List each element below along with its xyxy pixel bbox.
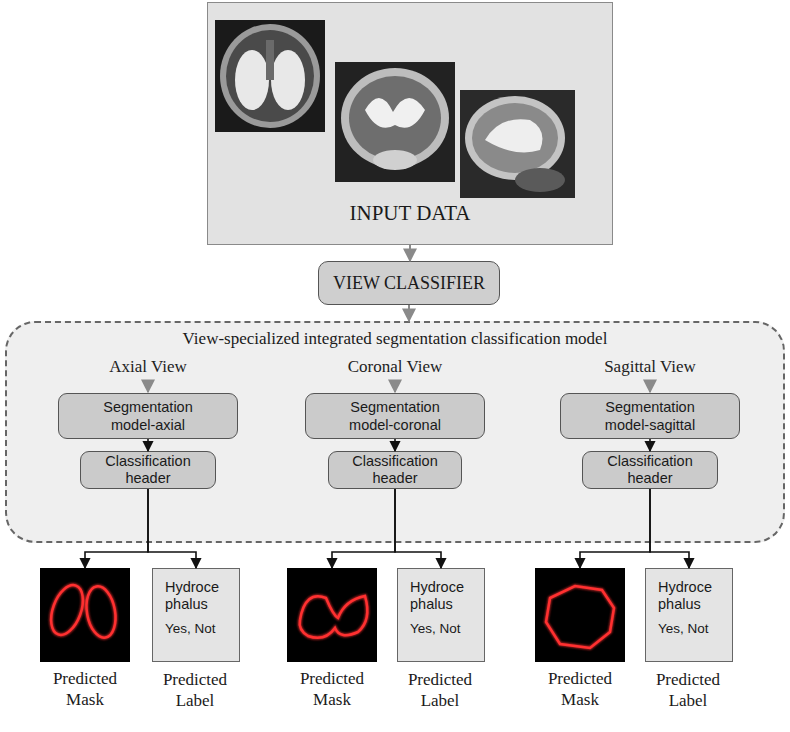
model-group: View-specialized integrated segmentation… xyxy=(5,321,785,543)
ventricle-outline xyxy=(546,586,614,648)
input-box: INPUT DATA xyxy=(207,2,613,245)
mask-image: Predicted Mask xyxy=(287,568,377,662)
ventricle-outline xyxy=(300,596,368,638)
label-box: Hydroce phalusYes, NotPredicted Label xyxy=(645,568,733,662)
label-box: Hydroce phalusYes, NotPredicted Label xyxy=(397,568,485,662)
class-name: Hydroce phalus xyxy=(658,579,718,613)
flow-arrow xyxy=(409,245,411,261)
box-label: Classification header xyxy=(337,453,453,487)
output-caption: Predicted Label xyxy=(141,669,249,711)
mri-cerebellum xyxy=(373,150,417,170)
mri-brain xyxy=(226,30,314,122)
segmentation-box: Segmentation model-coronal xyxy=(305,393,485,439)
flow-arrow xyxy=(147,439,149,451)
class-name: Hydroce phalus xyxy=(410,579,470,613)
mask-image: Predicted Mask xyxy=(40,568,130,662)
mri-skull xyxy=(341,68,449,168)
class-values: Yes, Not xyxy=(165,621,233,636)
flow-arrow xyxy=(394,439,396,451)
mri-background xyxy=(335,62,455,182)
flow-arrow xyxy=(650,489,689,568)
view-label: Coronal View xyxy=(348,357,443,377)
view-label: Sagittal View xyxy=(604,357,696,377)
class-values: Yes, Not xyxy=(658,621,726,636)
ventricle-outline xyxy=(45,581,89,639)
mri-skull xyxy=(220,24,320,128)
mri-image xyxy=(460,90,575,198)
box-label: VIEW CLASSIFIER xyxy=(333,273,485,294)
flow-arrow xyxy=(580,489,650,568)
mri-image xyxy=(215,20,325,132)
mri-face xyxy=(515,168,565,192)
flow-arrow xyxy=(85,489,148,568)
classifier-box: VIEW CLASSIFIER xyxy=(318,261,500,305)
output-caption: Predicted Label xyxy=(386,669,494,711)
segmentation-box: Segmentation model-axial xyxy=(58,393,238,439)
output-caption: Predicted Label xyxy=(634,669,742,711)
mri-background xyxy=(215,20,325,132)
class-values: Yes, Not xyxy=(410,621,478,636)
view-arrow xyxy=(649,380,651,392)
output-caption: Predicted Mask xyxy=(525,668,635,710)
mri-ventricle xyxy=(365,98,425,128)
output-caption: Predicted Mask xyxy=(277,668,387,710)
box-label: Segmentation model-axial xyxy=(81,398,215,434)
flow-arrow xyxy=(649,439,651,451)
mri-image xyxy=(335,62,455,182)
class-name: Hydroce phalus xyxy=(165,579,225,613)
mri-background xyxy=(460,90,575,198)
mri-ventricle xyxy=(485,119,542,152)
output-caption: Predicted Mask xyxy=(30,668,140,710)
mask-outline xyxy=(45,581,614,648)
box-label: Classification header xyxy=(591,453,709,487)
mri-midline xyxy=(266,40,274,80)
classification-box: Classification header xyxy=(582,451,718,489)
flow-arrow xyxy=(332,489,395,568)
ventricle-outline xyxy=(45,581,89,639)
mri-ventricle xyxy=(235,50,269,110)
segmentation-box: Segmentation model-sagittal xyxy=(560,393,740,439)
classification-box: Classification header xyxy=(328,451,462,489)
box-label: INPUT DATA xyxy=(349,201,470,226)
mri-brain xyxy=(472,103,558,173)
view-arrow xyxy=(147,380,149,392)
ventricle-outline xyxy=(83,584,120,640)
flow-arrow xyxy=(148,489,196,568)
mri-brain xyxy=(349,76,441,160)
ventricle-outline xyxy=(546,586,614,648)
view-label: Axial View xyxy=(109,357,187,377)
flow-arrow xyxy=(395,489,441,568)
flow-arrow xyxy=(408,305,410,321)
mask-glow xyxy=(45,581,614,648)
classification-box: Classification header xyxy=(80,451,216,489)
mri-ventricle xyxy=(271,50,305,110)
ventricle-outline xyxy=(83,584,120,640)
label-box: Hydroce phalusYes, NotPredicted Label xyxy=(152,568,240,662)
mask-image: Predicted Mask xyxy=(535,568,625,662)
group-heading: View-specialized integrated segmentation… xyxy=(7,329,783,349)
ventricle-outline xyxy=(300,596,368,638)
box-label: Classification header xyxy=(89,453,207,487)
box-label: Segmentation model-sagittal xyxy=(583,398,717,434)
box-label: Segmentation model-coronal xyxy=(328,398,462,434)
view-arrow xyxy=(394,380,396,392)
mri-skull xyxy=(465,96,565,180)
